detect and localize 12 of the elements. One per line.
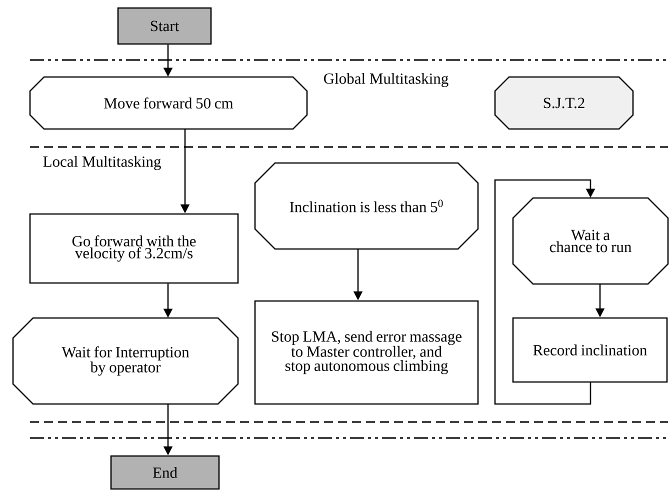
process-octagon: Wait for Interruption by operator: [12, 317, 239, 405]
arrow: [494, 179, 596, 405]
process-box: Start: [117, 7, 212, 45]
process-box: Record inclination: [512, 317, 668, 383]
process-octagon: Inclination is less than 5$^{0}$: [254, 162, 479, 250]
section-label: Global Multitasking: [322, 72, 450, 88]
process-box: Go forward with the velocity of 3.2cm/s: [29, 213, 239, 284]
process-box: End: [110, 455, 220, 490]
section-label: Local Multitasking: [42, 154, 162, 172]
process-octagon: Wait a chance to run: [512, 197, 669, 285]
process-octagon: S.J.T.2: [494, 76, 634, 130]
process-box: Stop LMA, send error massage to Master controller, and stop autonomous climbing: [254, 300, 479, 405]
